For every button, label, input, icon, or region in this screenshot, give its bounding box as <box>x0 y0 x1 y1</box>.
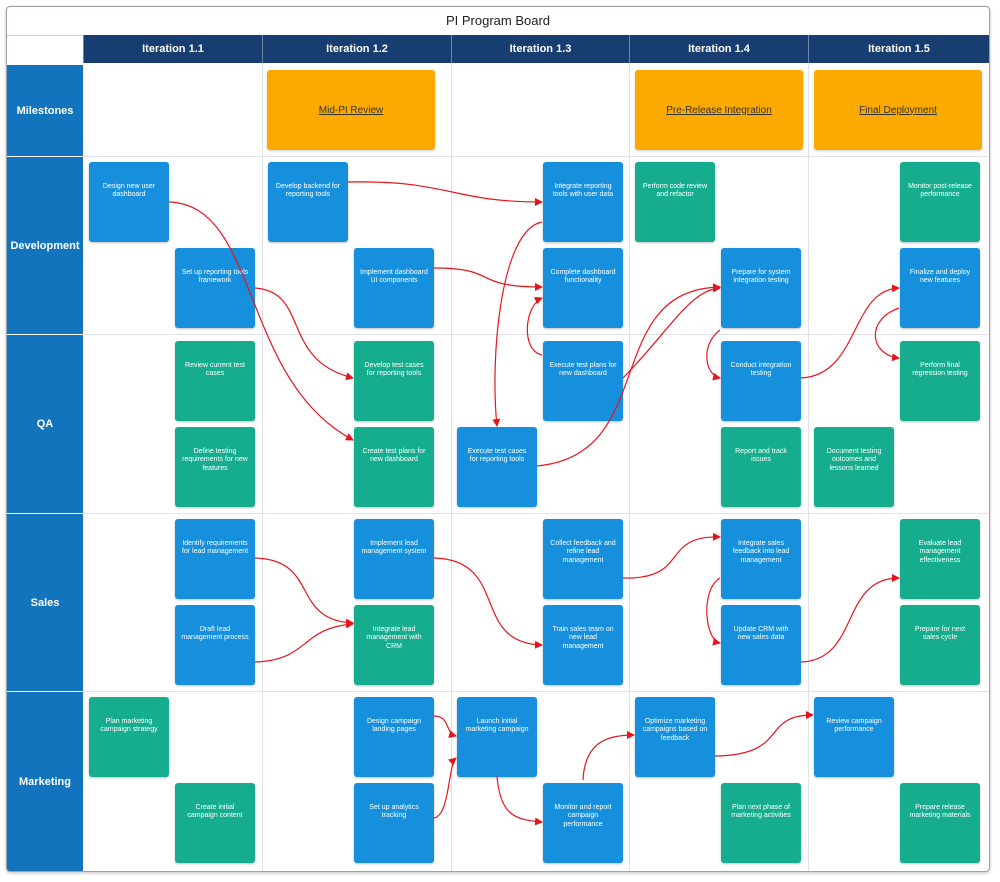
card-define-testing-requirements[interactable]: Define testing requirements for new feat… <box>175 427 255 507</box>
card-monitor-post-release[interactable]: Monitor post-release performance <box>900 162 980 242</box>
card-draft-lead-process[interactable]: Draft lead management process <box>175 605 255 685</box>
card-develop-backend-reporting-tools[interactable]: Develop backend for reporting tools <box>268 162 348 242</box>
grid-line <box>451 63 452 871</box>
grid-line <box>808 63 809 871</box>
iteration-header-1-2: Iteration 1.2 <box>262 35 451 63</box>
card-implement-dashboard-ui[interactable]: Implement dashboard UI components <box>354 248 434 328</box>
card-perform-code-review[interactable]: Perform code review and refactor <box>635 162 715 242</box>
card-review-current-test-cases[interactable]: Review current test cases <box>175 341 255 421</box>
card-design-landing-pages[interactable]: Design campaign landing pages <box>354 697 434 777</box>
card-integrate-reporting-tools[interactable]: Integrate reporting tools with user data <box>543 162 623 242</box>
card-prepare-system-integration-testing[interactable]: Prepare for system integration testing <box>721 248 801 328</box>
card-execute-test-plans-dashboard[interactable]: Execute test plans for new dashboard <box>543 341 623 421</box>
grid-line <box>83 513 989 514</box>
card-identify-lead-requirements[interactable]: Identify requirements for lead managemen… <box>175 519 255 599</box>
milestone-pre-release-integration[interactable]: Pre-Release Integration <box>635 70 803 150</box>
lane-header-development: Development <box>7 156 83 334</box>
milestone-final-deployment[interactable]: Final Deployment <box>814 70 982 150</box>
card-prepare-next-sales-cycle[interactable]: Prepare for next sales cycle <box>900 605 980 685</box>
iteration-header-1-3: Iteration 1.3 <box>451 35 629 63</box>
card-plan-marketing-strategy[interactable]: Plan marketing campaign strategy <box>89 697 169 777</box>
milestone-label: Pre-Release Integration <box>666 104 772 116</box>
card-implement-lead-system[interactable]: Implement lead management system <box>354 519 434 599</box>
board-title: PI Program Board <box>7 7 989 36</box>
card-launch-marketing-campaign[interactable]: Launch initial marketing campaign <box>457 697 537 777</box>
lane-header-milestones: Milestones <box>7 64 83 156</box>
card-perform-final-regression[interactable]: Perform final regression testing <box>900 341 980 421</box>
card-report-track-issues[interactable]: Report and track issues <box>721 427 801 507</box>
card-design-new-user-dashboard[interactable]: Design new user dashboard <box>89 162 169 242</box>
card-monitor-report-campaign[interactable]: Monitor and report campaign performance <box>543 783 623 863</box>
grid-line <box>83 334 989 335</box>
card-collect-feedback-lead[interactable]: Collect feedback and refine lead managem… <box>543 519 623 599</box>
grid-line <box>83 156 989 157</box>
card-execute-test-cases-reporting[interactable]: Execute test cases for reporting tools <box>457 427 537 507</box>
card-set-up-reporting-framework[interactable]: Set up reporting tools framework <box>175 248 255 328</box>
card-review-campaign-performance[interactable]: Review campaign performance <box>814 697 894 777</box>
card-complete-dashboard-functionality[interactable]: Complete dashboard functionality <box>543 248 623 328</box>
card-create-campaign-content[interactable]: Create initial campaign content <box>175 783 255 863</box>
card-integrate-lead-crm[interactable]: Integrate lead management with CRM <box>354 605 434 685</box>
milestone-label: Mid-PI Review <box>318 104 384 116</box>
card-create-test-plans-dashboard[interactable]: Create test plans for new dashboard <box>354 427 434 507</box>
card-document-testing-outcomes[interactable]: Document testing outcomes and lessons le… <box>814 427 894 507</box>
lane-header-sales: Sales <box>7 513 83 691</box>
iteration-header-1-4: Iteration 1.4 <box>629 35 808 63</box>
card-finalize-deploy-features[interactable]: Finalize and deploy new features <box>900 248 980 328</box>
card-conduct-integration-testing[interactable]: Conduct integration testing <box>721 341 801 421</box>
card-develop-test-cases[interactable]: Develop test cases for reporting tools <box>354 341 434 421</box>
grid-line <box>262 63 263 871</box>
lane-header-marketing: Marketing <box>7 691 83 871</box>
card-set-up-analytics[interactable]: Set up analytics tracking <box>354 783 434 863</box>
card-update-crm[interactable]: Update CRM with new sales data <box>721 605 801 685</box>
milestone-mid-pi-review[interactable]: Mid-PI Review <box>267 70 435 150</box>
card-integrate-sales-feedback[interactable]: Integrate sales feedback into lead manag… <box>721 519 801 599</box>
iteration-header-1-1: Iteration 1.1 <box>83 35 262 63</box>
card-train-sales-team[interactable]: Train sales team on new lead management <box>543 605 623 685</box>
program-board: PI Program Board Iteration 1.1 Iteration… <box>6 6 990 872</box>
card-optimize-marketing-campaigns[interactable]: Optimize marketing campaigns based on fe… <box>635 697 715 777</box>
grid-line <box>629 63 630 871</box>
lane-header-qa: QA <box>7 334 83 513</box>
card-plan-next-marketing-phase[interactable]: Plan next phase of marketing activities <box>721 783 801 863</box>
card-evaluate-lead-effectiveness[interactable]: Evaluate lead management effectiveness <box>900 519 980 599</box>
iteration-header-1-5: Iteration 1.5 <box>808 35 989 63</box>
milestone-label: Final Deployment <box>859 104 937 116</box>
card-prepare-release-materials[interactable]: Prepare release marketing materials <box>900 783 980 863</box>
grid-line <box>83 691 989 692</box>
